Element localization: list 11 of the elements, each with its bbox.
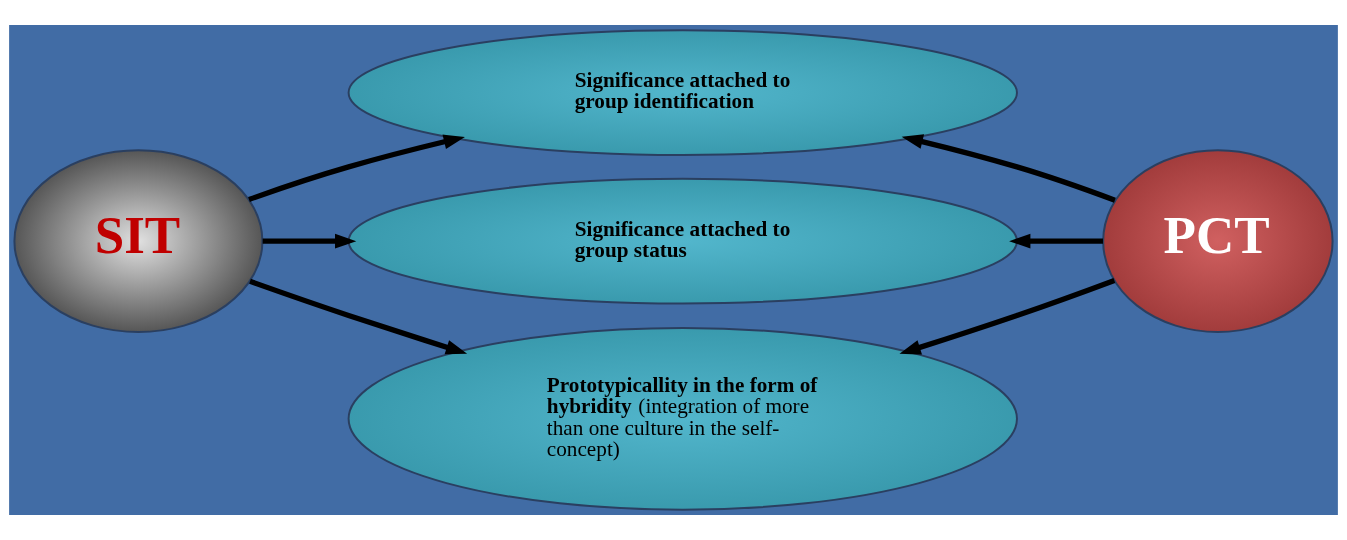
- node-ellipse: Significance attached to group identification: [347, 29, 1018, 156]
- arrow: [901, 134, 1116, 203]
- arrow: [262, 233, 357, 249]
- node-ellipse: Prototypicallity in the form of hybridity (integration of more than one culture in the self-concept): [347, 327, 1018, 511]
- node-ellipse: SIT: [13, 149, 264, 333]
- arrow: [899, 277, 1116, 355]
- arrow: [1009, 233, 1103, 249]
- arrow: [249, 278, 468, 355]
- arrow: [248, 134, 465, 202]
- node-ellipse: Significance attached to group status: [347, 177, 1018, 305]
- node-ellipse: PCT: [1102, 149, 1334, 333]
